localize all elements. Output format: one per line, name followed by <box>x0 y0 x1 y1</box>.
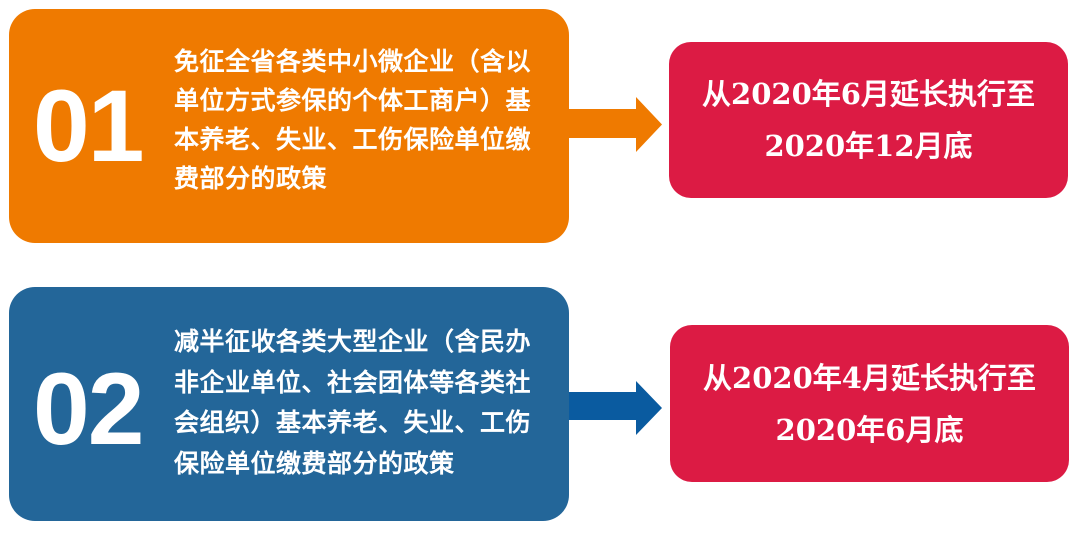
policy-description: 减半征收各类大型企业（含民办非企业单位、社会团体等各类社会组织）基本养老、失业、… <box>174 327 532 478</box>
policy-card-01: 01 免征全省各类中小微企业（含以单位方式参保的个体工商户）基本养老、失业、工伤… <box>9 9 569 243</box>
right-arrow-icon <box>569 381 663 436</box>
policy-card-02: 02 减半征收各类大型企业（含民办非企业单位、社会团体等各类社会组织）基本养老、… <box>9 287 569 521</box>
policy-number: 02 <box>33 352 144 466</box>
extension-period-01: 从2020年6月延长执行至 2020年12月底 <box>669 42 1068 198</box>
period-line-1: 从2020年6月延长执行至 <box>702 77 1035 111</box>
policy-description: 免征全省各类中小微企业（含以单位方式参保的个体工商户）基本养老、失业、工伤保险单… <box>174 47 532 193</box>
right-arrow-icon <box>569 97 663 152</box>
extension-period-02: 从2020年4月延长执行至 2020年6月底 <box>670 325 1069 482</box>
period-line-1: 从2020年4月延长执行至 <box>703 360 1036 395</box>
policy-number: 01 <box>33 69 144 183</box>
period-line-2: 2020年12月底 <box>764 129 973 163</box>
period-line-2: 2020年6月底 <box>775 412 964 447</box>
